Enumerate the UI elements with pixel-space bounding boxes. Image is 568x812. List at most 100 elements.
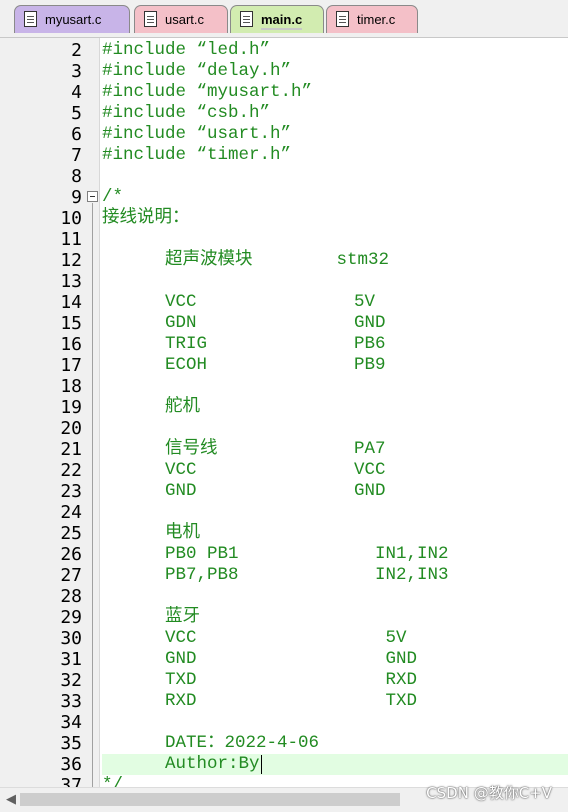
tab-myusart[interactable]: myusart.c — [14, 5, 130, 33]
tab-main[interactable]: main.c — [230, 5, 324, 33]
fold-toggle-icon[interactable] — [87, 191, 98, 202]
code-line[interactable]: 25 电机 — [0, 523, 568, 544]
line-number: 31 — [60, 649, 82, 670]
line-number: 5 — [71, 103, 82, 124]
code-line[interactable]: 37 */ — [0, 775, 568, 787]
code-line[interactable]: 26 PB0 PB1 IN1,IN2 — [0, 544, 568, 565]
tab-usart[interactable]: usart.c — [134, 5, 228, 33]
code-text: VCC 5V — [102, 292, 376, 312]
line-number: 14 — [60, 292, 82, 313]
code-text: GDN GND — [102, 313, 386, 333]
line-number: 37 — [60, 775, 82, 787]
scroll-left-arrow-icon[interactable]: ◀ — [6, 792, 16, 807]
c-file-icon — [336, 11, 349, 27]
line-number: 19 — [60, 397, 82, 418]
code-text: #include “csb.h” — [102, 103, 271, 123]
code-line[interactable]: 13 — [0, 271, 568, 292]
tab-bar: myusart.c usart.c main.c timer.c — [0, 0, 568, 38]
line-number: 33 — [60, 691, 82, 712]
code-line[interactable]: 19 舵机 — [0, 397, 568, 418]
code-line[interactable]: 14 VCC 5V — [0, 292, 568, 313]
code-line[interactable]: 35 DATE：2022-4-06 — [0, 733, 568, 754]
code-line[interactable]: 18 — [0, 376, 568, 397]
tab-label: timer.c — [357, 12, 396, 27]
scrollbar-thumb[interactable] — [20, 793, 400, 806]
line-number: 11 — [60, 229, 82, 250]
code-text: 接线说明： — [102, 208, 190, 228]
code-line[interactable]: 27 PB7,PB8 IN2,IN3 — [0, 565, 568, 586]
code-line[interactable]: 24 — [0, 502, 568, 523]
line-number: 9 — [71, 187, 82, 208]
code-text: */ — [102, 775, 124, 787]
c-file-icon — [24, 11, 37, 27]
line-number: 26 — [60, 544, 82, 565]
c-file-icon — [144, 11, 157, 27]
code-line[interactable]: 15 GDN GND — [0, 313, 568, 334]
line-number: 13 — [60, 271, 82, 292]
line-number: 10 — [60, 208, 82, 229]
code-line[interactable]: 2#include “led.h” — [0, 40, 568, 61]
code-line[interactable]: 30 VCC 5V — [0, 628, 568, 649]
line-number: 32 — [60, 670, 82, 691]
line-number: 22 — [60, 460, 82, 481]
code-line[interactable]: 31 GND GND — [0, 649, 568, 670]
c-file-icon — [240, 11, 253, 27]
code-text: #include “myusart.h” — [102, 82, 313, 102]
tab-label: main.c — [261, 12, 303, 30]
code-text: 超声波模块 stm32 — [102, 250, 390, 270]
line-number: 3 — [71, 61, 82, 82]
code-text: RXD TXD — [102, 691, 418, 711]
line-number: 12 — [60, 250, 82, 271]
line-number: 7 — [71, 145, 82, 166]
code-line[interactable]: 29 蓝牙 — [0, 607, 568, 628]
line-number: 34 — [60, 712, 82, 733]
code-line[interactable]: 16 TRIG PB6 — [0, 334, 568, 355]
line-number: 18 — [60, 376, 82, 397]
code-line[interactable]: 36 Author:By — [0, 754, 568, 775]
code-line[interactable]: 34 — [0, 712, 568, 733]
watermark: CSDN @教你C+V — [426, 784, 552, 802]
code-line[interactable]: 28 — [0, 586, 568, 607]
horizontal-scrollbar[interactable]: ◀ — [0, 787, 568, 812]
code-line[interactable]: 21 信号线 PA7 — [0, 439, 568, 460]
line-number: 16 — [60, 334, 82, 355]
code-text: 信号线 PA7 — [102, 439, 386, 459]
code-line[interactable]: 9 /* — [0, 187, 568, 208]
code-line[interactable]: 6#include “usart.h” — [0, 124, 568, 145]
line-number: 35 — [60, 733, 82, 754]
code-line[interactable]: 3 #include “delay.h” — [0, 61, 568, 82]
line-number: 36 — [60, 754, 82, 775]
code-line[interactable]: 10 接线说明： — [0, 208, 568, 229]
code-line[interactable]: 33 RXD TXD — [0, 691, 568, 712]
line-number: 8 — [71, 166, 82, 187]
code-line[interactable]: 32 TXD RXD — [0, 670, 568, 691]
code-line[interactable]: 8 — [0, 166, 568, 187]
code-text: 蓝牙 — [102, 607, 201, 627]
tab-timer[interactable]: timer.c — [326, 5, 418, 33]
code-line[interactable]: 4#include “myusart.h” — [0, 82, 568, 103]
line-number: 23 — [60, 481, 82, 502]
code-editor[interactable]: 2#include “led.h”3 #include “delay.h”4#in… — [0, 38, 568, 787]
code-line[interactable]: 11 — [0, 229, 568, 250]
code-line[interactable]: 20 — [0, 418, 568, 439]
tab-label: myusart.c — [45, 12, 102, 27]
code-line[interactable]: 12 超声波模块 stm32 — [0, 250, 568, 271]
code-line[interactable]: 22 VCC VCC — [0, 460, 568, 481]
line-number: 24 — [60, 502, 82, 523]
line-number: 17 — [60, 355, 82, 376]
code-line[interactable]: 17 ECOH PB9 — [0, 355, 568, 376]
code-text: TRIG PB6 — [102, 334, 386, 354]
code-line[interactable]: 7#include “timer.h” — [0, 145, 568, 166]
line-number: 6 — [71, 124, 82, 145]
line-number-gutter — [0, 38, 100, 787]
code-text: VCC VCC — [102, 460, 386, 480]
code-line[interactable]: 23 GND GND — [0, 481, 568, 502]
code-line[interactable]: 5 #include “csb.h” — [0, 103, 568, 124]
code-text: /* — [102, 187, 124, 207]
gutter-divider — [99, 38, 100, 787]
code-text: GND GND — [102, 649, 418, 669]
line-number: 2 — [71, 40, 82, 61]
code-text: #include “delay.h” — [102, 61, 292, 81]
code-text: 电机 — [102, 523, 201, 543]
fold-range-bar — [92, 203, 93, 787]
